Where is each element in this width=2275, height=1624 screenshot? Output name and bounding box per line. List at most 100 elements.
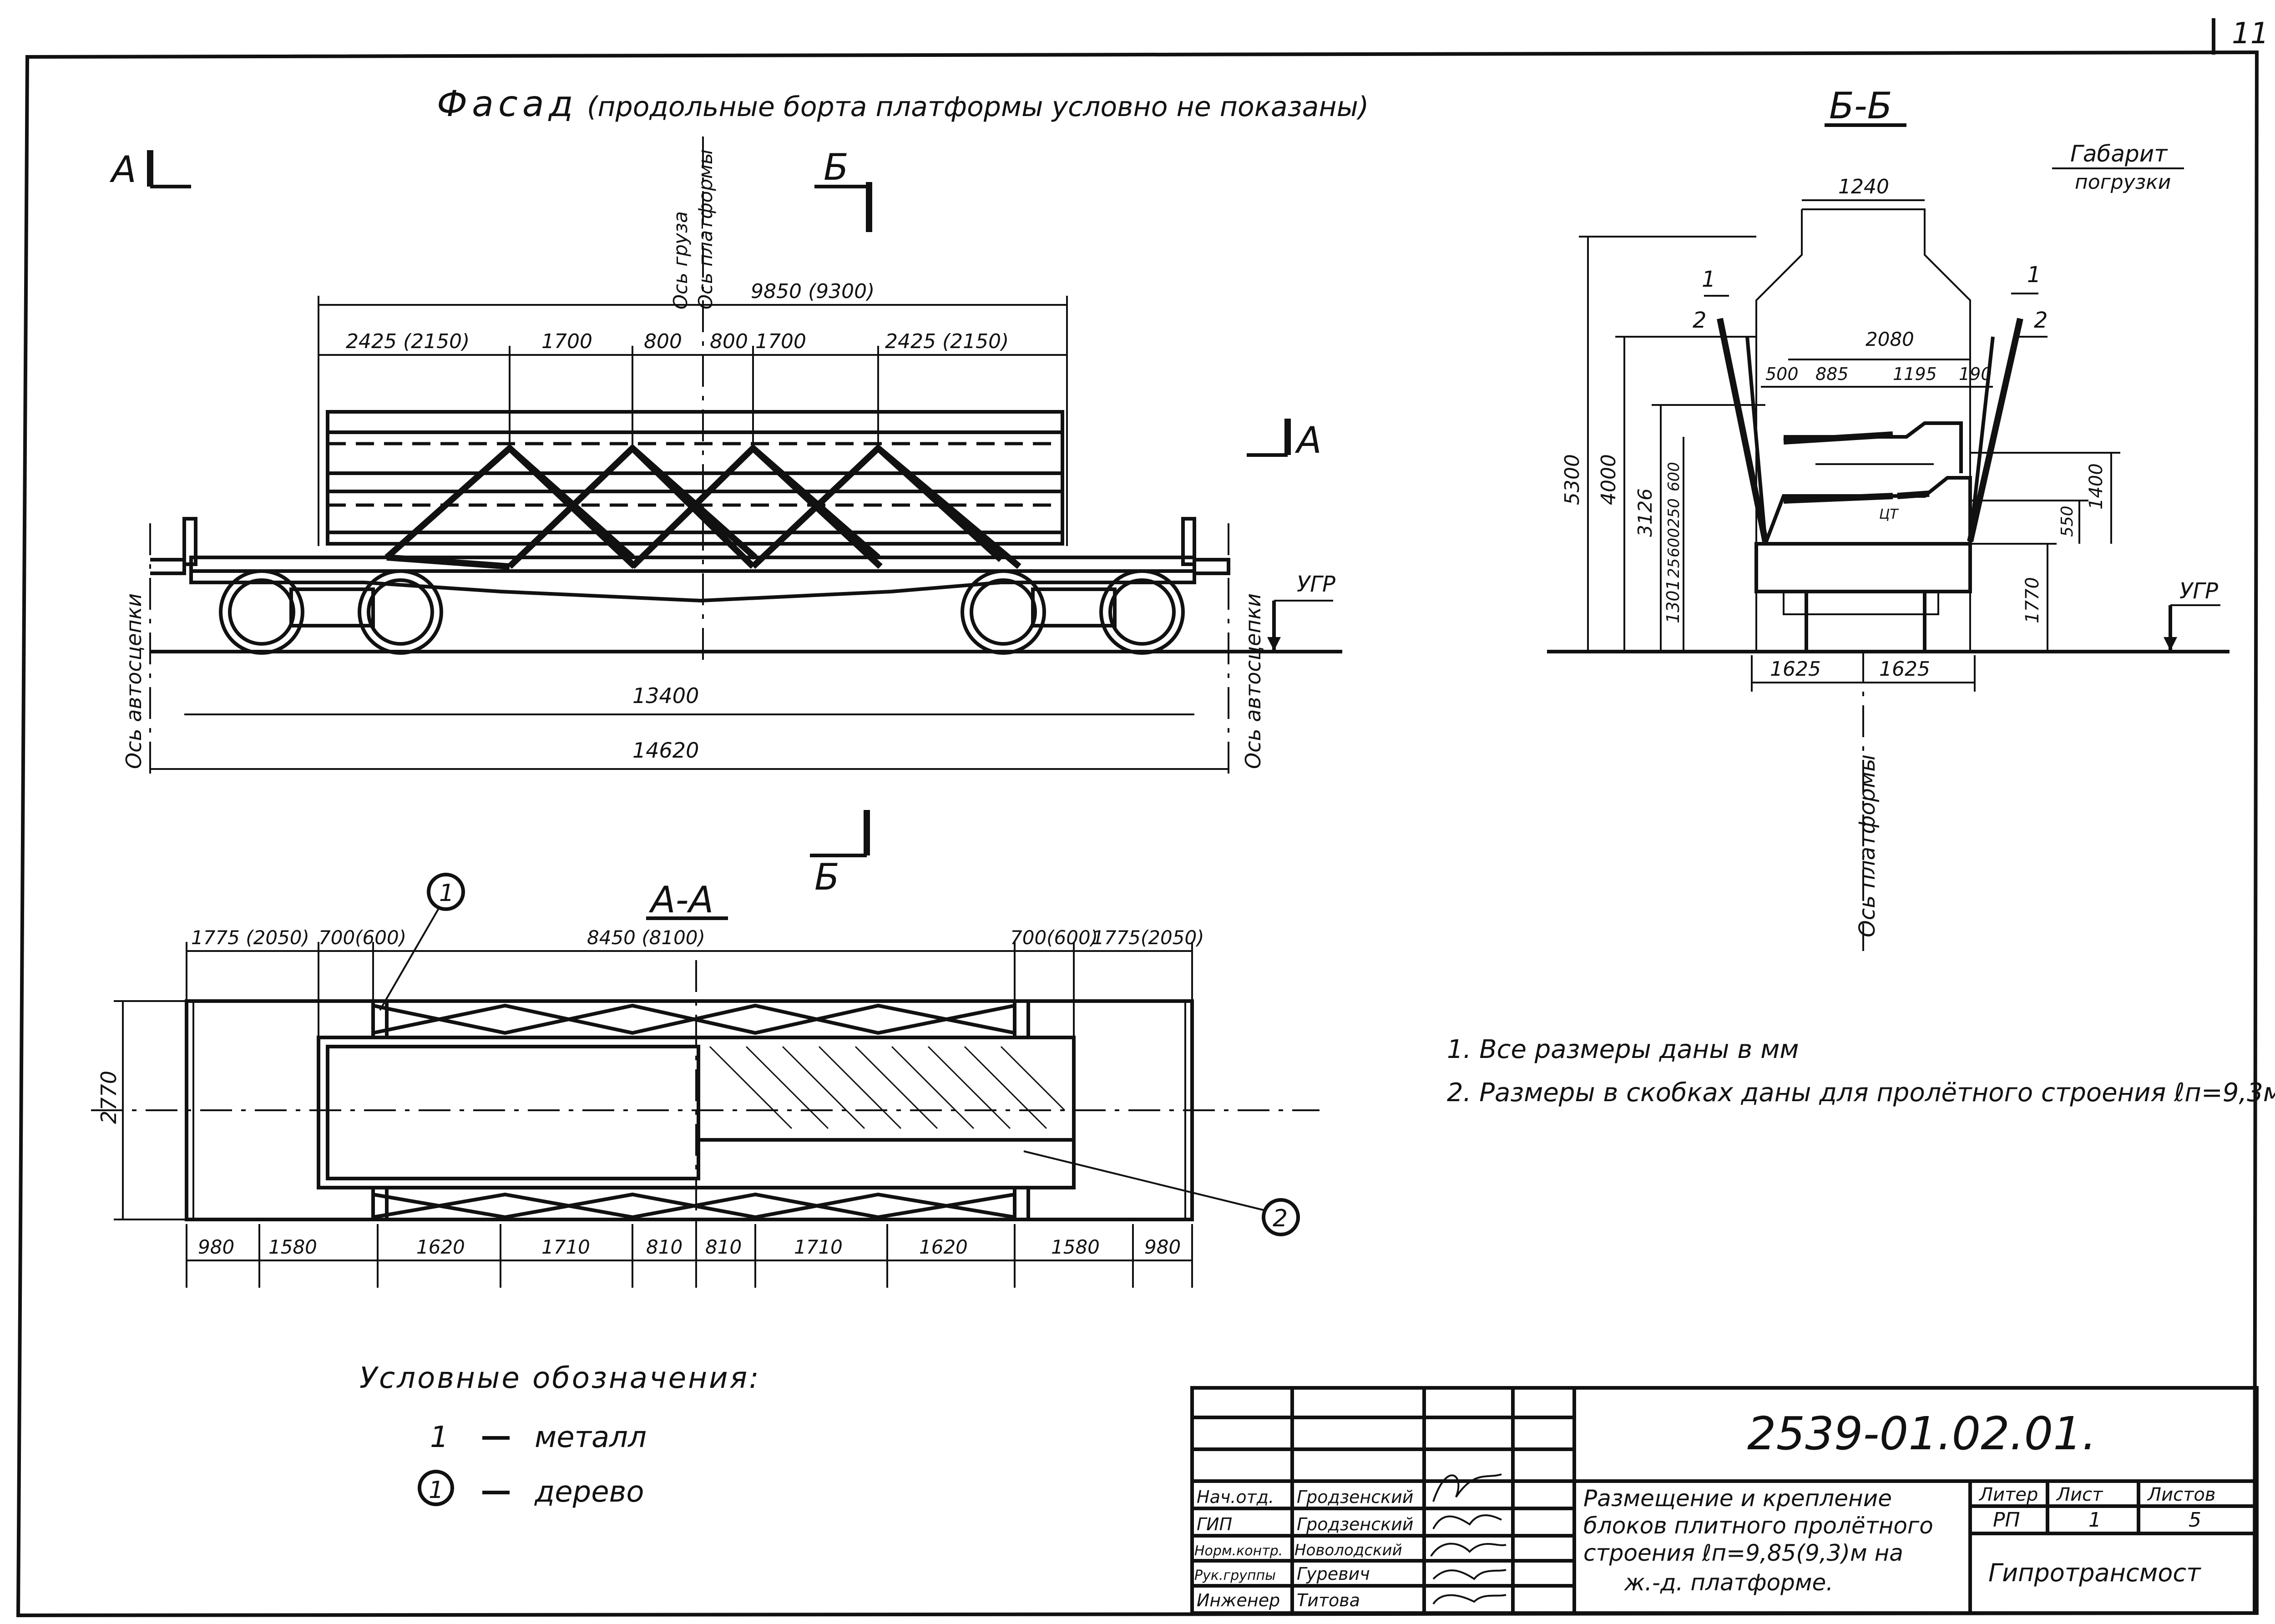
ugr-marker-bb: УГР: [2164, 578, 2220, 651]
signature-5: [1432, 1594, 1507, 1605]
aa-dim-bottom-7: 1710: [794, 1236, 843, 1258]
organization: Гипротрансмост: [1988, 1558, 2201, 1587]
legend-text-metal: металл: [535, 1421, 647, 1454]
bb-small-dim-3: 600: [1665, 528, 1683, 557]
aa-dim-top-5: 1775(2050): [1092, 926, 1204, 949]
sheet-number: 11: [2232, 17, 2269, 51]
svg-text:УГР: УГР: [2179, 578, 2218, 604]
bb-marker-2-right: 2: [2034, 308, 2048, 333]
section-bb-title: Б-Б: [1829, 85, 1892, 127]
aa-dim-top-2: 700(600): [318, 926, 406, 949]
center-gravity-label: ЦТ: [1879, 506, 1899, 522]
signature-3: [1430, 1543, 1507, 1557]
svg-text:2: 2: [1273, 1205, 1288, 1232]
aa-dim-2770: 2770: [96, 1071, 121, 1124]
axis-platform-label: Ось платформы: [694, 149, 717, 309]
facade-view: Фасад (продольные борта платформы условн…: [109, 84, 1369, 898]
title-line-4: ж.-д. платформе.: [1624, 1569, 1833, 1596]
legend-symbol-wood: 1: [429, 1477, 444, 1504]
aa-dim-bottom-1: 980: [198, 1236, 234, 1258]
sheet-value: 1: [2088, 1508, 2101, 1532]
svg-text:А: А: [109, 148, 136, 191]
name-1: Гродзенский: [1297, 1487, 1413, 1507]
gabarit-label: Габарит: [2070, 141, 2168, 167]
svg-text:УГР: УГР: [1297, 572, 1335, 597]
aa-dim-bottom-6: 810: [705, 1236, 742, 1258]
dim-top-6: 2425 (2150): [885, 330, 1009, 353]
dim-load-overall: 9850 (9300): [751, 280, 875, 303]
section-marker-a-right: А: [1247, 419, 1322, 461]
bb-dim-4000: 4000: [1597, 454, 1620, 505]
legend: Условные обозначения: 1 металл 1 дерево: [359, 1361, 759, 1509]
load-blocks: [326, 410, 1064, 546]
bb-dim-885: 885: [1815, 364, 1849, 384]
section-marker-b-top: Б: [814, 146, 872, 232]
axis-load-label: Ось груза: [669, 211, 692, 309]
role-3: Норм.контр.: [1194, 1543, 1283, 1559]
section-aa-title: А-А: [648, 879, 713, 921]
bb-axis-platform: Ось платформы: [1855, 754, 1880, 937]
signature-2: [1432, 1514, 1502, 1529]
bb-marker-1-right: 1: [2027, 262, 2041, 288]
role-1: Нач.отд.: [1197, 1487, 1274, 1507]
section-aa-view: А-А 1775 (2050) 700(600) 8450 (8100) 700…: [91, 873, 1320, 1288]
doc-number: 2539-01.02.01.: [1747, 1407, 2097, 1460]
bb-small-dim-4: 25: [1665, 558, 1683, 578]
svg-text:Б: Б: [824, 146, 849, 188]
axis-coupler-right: Ось автосцепки: [1241, 593, 1265, 769]
sheet-header: Лист: [2056, 1484, 2103, 1505]
svg-text:Б: Б: [814, 856, 839, 898]
note-1: 1. Все размеры даны в мм: [1447, 1035, 1799, 1064]
sheet-frame: 11: [16, 17, 2269, 1618]
sheets-value: 5: [2189, 1508, 2201, 1532]
dim-top-3: 800: [644, 330, 682, 353]
bb-small-dim-1: 600: [1665, 462, 1683, 491]
legend-symbol-metal: 1: [430, 1421, 449, 1454]
aa-dim-top-4: 700(600): [1010, 926, 1098, 949]
title-block: 2539-01.02.01. Размещение и крепление бл…: [1190, 1386, 2259, 1615]
sheets-header: Листов: [2147, 1484, 2215, 1505]
aa-dim-bottom-8: 1620: [919, 1236, 968, 1258]
name-5: Титова: [1297, 1590, 1360, 1610]
role-5: Инженер: [1197, 1590, 1280, 1610]
loading-gauge: [1755, 208, 1971, 651]
name-2: Гродзенский: [1297, 1514, 1413, 1534]
aa-dim-top-3: 8450 (8100): [587, 926, 705, 949]
section-bb-view: Б-Б Габарит погрузки 1240 5300 4000 3126…: [1547, 85, 2230, 951]
stage-value: РП: [1993, 1508, 2020, 1532]
axis-coupler-left: Ось автосцепки: [121, 593, 146, 769]
bb-dim-1240: 1240: [1838, 175, 1889, 198]
title-line-2: блоков плитного пролётного: [1583, 1513, 1933, 1539]
callout-2: 2: [1023, 1150, 1300, 1236]
aa-dim-bottom-4: 1710: [541, 1236, 590, 1258]
title-line-3: строения ℓп=9,85(9,3)м на: [1583, 1540, 1903, 1566]
callout-1: 1: [379, 873, 465, 1011]
aa-dim-bottom-2: 1580: [268, 1236, 317, 1258]
bb-dim-500: 500: [1765, 364, 1799, 384]
bb-dim-bottom-right: 1625: [1879, 658, 1930, 681]
name-4: Гуревич: [1297, 1564, 1370, 1584]
section-marker-b-middle: Б: [810, 810, 870, 898]
aa-dim-bottom-5: 810: [646, 1236, 682, 1258]
bb-cross-section: ЦТ: [1717, 318, 2023, 951]
aa-dim-bottom-10: 980: [1144, 1236, 1181, 1258]
notes: 1. Все размеры даны в мм 2. Размеры в ск…: [1447, 1035, 2275, 1108]
dim-13400: 13400: [632, 683, 699, 708]
note-2: 2. Размеры в скобках даны для пролётного…: [1447, 1078, 2275, 1108]
dim-top-5: 1700: [755, 330, 806, 353]
aa-dim-bottom-9: 1580: [1051, 1236, 1100, 1258]
bb-marker-2-left: 2: [1693, 308, 1707, 333]
legend-text-wood: дерево: [534, 1475, 644, 1509]
aa-lashing-top: [373, 1003, 1015, 1035]
bb-dim-1400: 1400: [2086, 463, 2107, 510]
ugr-marker-facade: УГР: [1267, 572, 1335, 651]
bb-dim-1301: 1301: [1663, 579, 1683, 623]
role-4: Рук.группы: [1194, 1568, 1276, 1584]
bb-dim-bottom-left: 1625: [1770, 658, 1821, 681]
dim-top-1: 2425 (2150): [346, 330, 470, 353]
aa-load-plan: [317, 999, 1076, 1221]
bb-marker-1-left: 1: [1702, 267, 1716, 292]
bb-dim-5300: 5300: [1561, 454, 1584, 505]
bb-dim-550: 550: [2058, 506, 2077, 537]
